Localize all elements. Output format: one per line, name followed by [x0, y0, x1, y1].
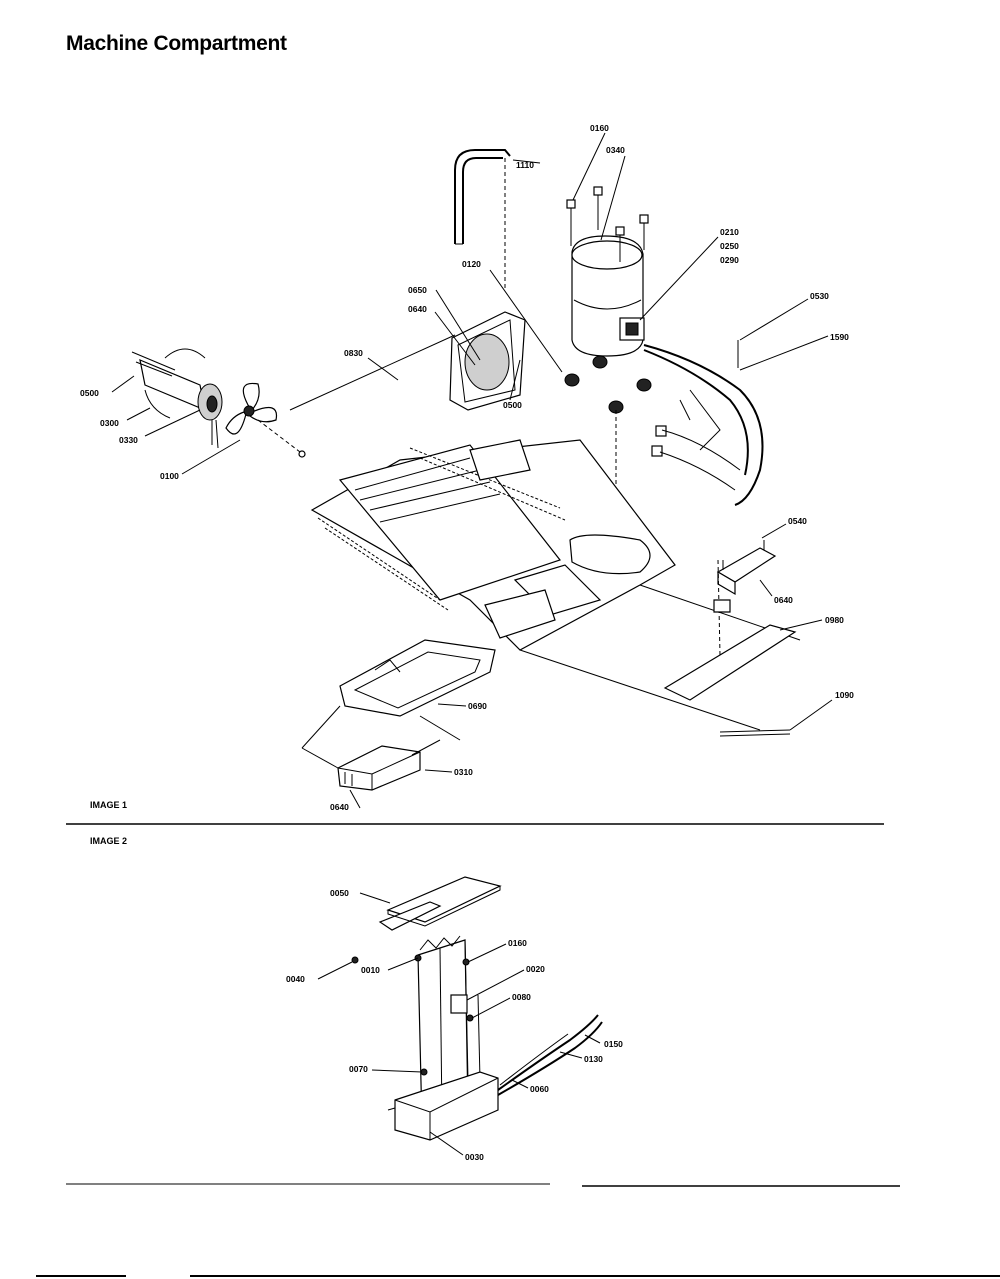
callout-0310: 0310: [454, 767, 473, 777]
callout-0080: 0080: [512, 992, 531, 1002]
callout-0640-box: 0640: [330, 802, 349, 812]
callout-0340: 0340: [606, 145, 625, 155]
right-bracket: [663, 540, 797, 737]
callout-0300: 0300: [100, 418, 119, 428]
wiring-harness: [643, 340, 764, 506]
compressor: [564, 186, 652, 580]
callout-0120: 0120: [462, 259, 481, 269]
callout-0250: 0250: [720, 241, 739, 251]
callout-0650: 0650: [408, 285, 427, 295]
callout-0040: 0040: [286, 974, 305, 984]
drain-pan: [301, 639, 496, 749]
image2-label: IMAGE 2: [90, 836, 128, 846]
callout-1590: 1590: [830, 332, 849, 342]
callout-0100: 0100: [160, 471, 179, 481]
callout-0500: 0500: [503, 400, 522, 410]
fan-motor: [131, 348, 306, 458]
callout-0540: 0540: [788, 516, 807, 526]
fan-shroud: [289, 311, 526, 411]
callout-0030: 0030: [465, 1152, 484, 1162]
callout-1110: 1110: [516, 160, 534, 170]
base-pan: [310, 439, 801, 731]
tube-1110: [454, 149, 511, 290]
callout-0160: 0160: [590, 123, 609, 133]
callout-0330: 0330: [119, 435, 138, 445]
callout-0160-img2: 0160: [508, 938, 527, 948]
image2-callouts: 0050 0040 0010 0160 0020 0080 0070 0150 …: [286, 888, 623, 1162]
control-box: [301, 739, 441, 809]
image1-label: IMAGE 1: [90, 800, 128, 810]
callout-0070: 0070: [349, 1064, 368, 1074]
callout-0210: 0210: [720, 227, 739, 237]
callout-0290: 0290: [720, 255, 739, 265]
callout-0980: 0980: [825, 615, 844, 625]
page-title: Machine Compartment: [66, 32, 287, 55]
callout-0500-fan: 0500: [80, 388, 99, 398]
callout-0640-bracket: 0640: [774, 595, 793, 605]
callout-0130: 0130: [584, 1054, 603, 1064]
callout-0530: 0530: [810, 291, 829, 301]
callout-0150: 0150: [604, 1039, 623, 1049]
callout-0020: 0020: [526, 964, 545, 974]
callout-1090: 1090: [835, 690, 854, 700]
image1-callouts: 1110 0160 0340 0210 0250 0290 0120 0650 …: [80, 123, 854, 812]
callout-0050: 0050: [330, 888, 349, 898]
callout-0060: 0060: [530, 1084, 549, 1094]
image2-diagram: 0050 0040 0010 0160 0020 0080 0070 0150 …: [286, 876, 623, 1162]
callout-0690: 0690: [468, 701, 487, 711]
image1-diagram: 1110 0160 0340 0210 0250 0290 0120 0650 …: [80, 123, 854, 812]
callout-0010: 0010: [361, 965, 380, 975]
callout-0640: 0640: [408, 304, 427, 314]
image1-leaders: [111, 132, 833, 773]
callout-0830: 0830: [344, 348, 363, 358]
